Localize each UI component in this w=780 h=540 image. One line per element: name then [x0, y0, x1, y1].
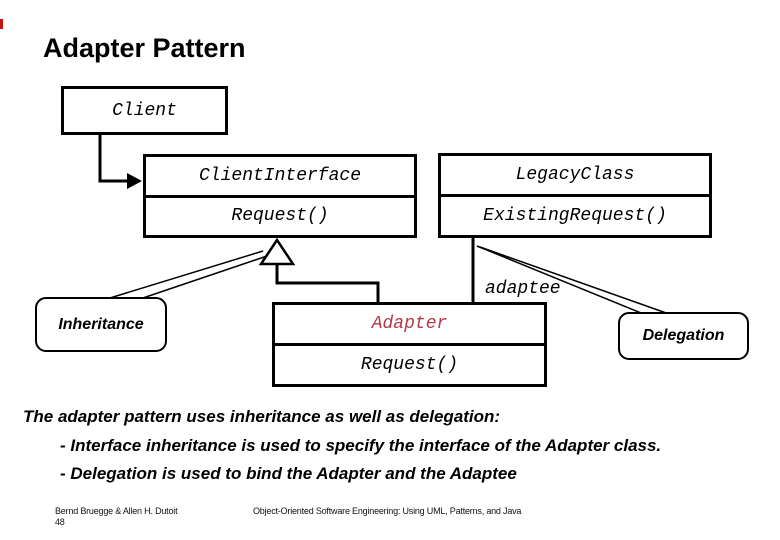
footer-authors: Bernd Bruegge & Allen H. Dutoit — [55, 506, 178, 516]
page-title: Adapter Pattern — [43, 33, 246, 63]
client-association-line — [98, 134, 130, 183]
body-line-2: - Interface inheritance is used to speci… — [60, 435, 662, 455]
inheritance-callout: Inheritance — [35, 297, 167, 352]
class-name-client: Client — [112, 100, 177, 121]
class-box-legacy-class: LegacyClass ExistingRequest() — [438, 153, 712, 238]
inheritance-callout-pointer-line — [136, 255, 268, 301]
slide-body-text: The adapter pattern uses inheritance as … — [23, 403, 773, 489]
body-line-3: - Delegation is used to bind the Adapter… — [60, 464, 517, 483]
class-name-client-interface: ClientInterface — [146, 157, 414, 198]
footer-page-number: 48 — [55, 517, 65, 527]
client-association-arrowhead-icon — [127, 173, 142, 189]
class-box-adapter: Adapter Request() — [272, 302, 547, 387]
body-line-1: The adapter pattern uses inheritance as … — [23, 407, 501, 426]
adaptee-role-label: adaptee — [485, 279, 561, 299]
delegation-callout: Delegation — [618, 312, 749, 360]
footer-book-title: Object-Oriented Software Engineering: Us… — [253, 506, 522, 516]
class-method-existing-request: ExistingRequest() — [483, 206, 667, 226]
class-method-adapter-request: Request() — [360, 355, 459, 375]
class-method-request: Request() — [231, 206, 329, 227]
adapter-generalization-line — [275, 264, 380, 303]
class-name-legacy-class: LegacyClass — [441, 156, 709, 197]
inheritance-triangle-icon — [258, 237, 296, 266]
inheritance-callout-pointer-line — [109, 250, 264, 299]
class-name-adapter: Adapter — [275, 305, 544, 346]
slide-edge-mark — [0, 19, 3, 29]
class-box-client: Client — [61, 86, 228, 135]
class-box-client-interface: ClientInterface Request() — [143, 154, 417, 238]
